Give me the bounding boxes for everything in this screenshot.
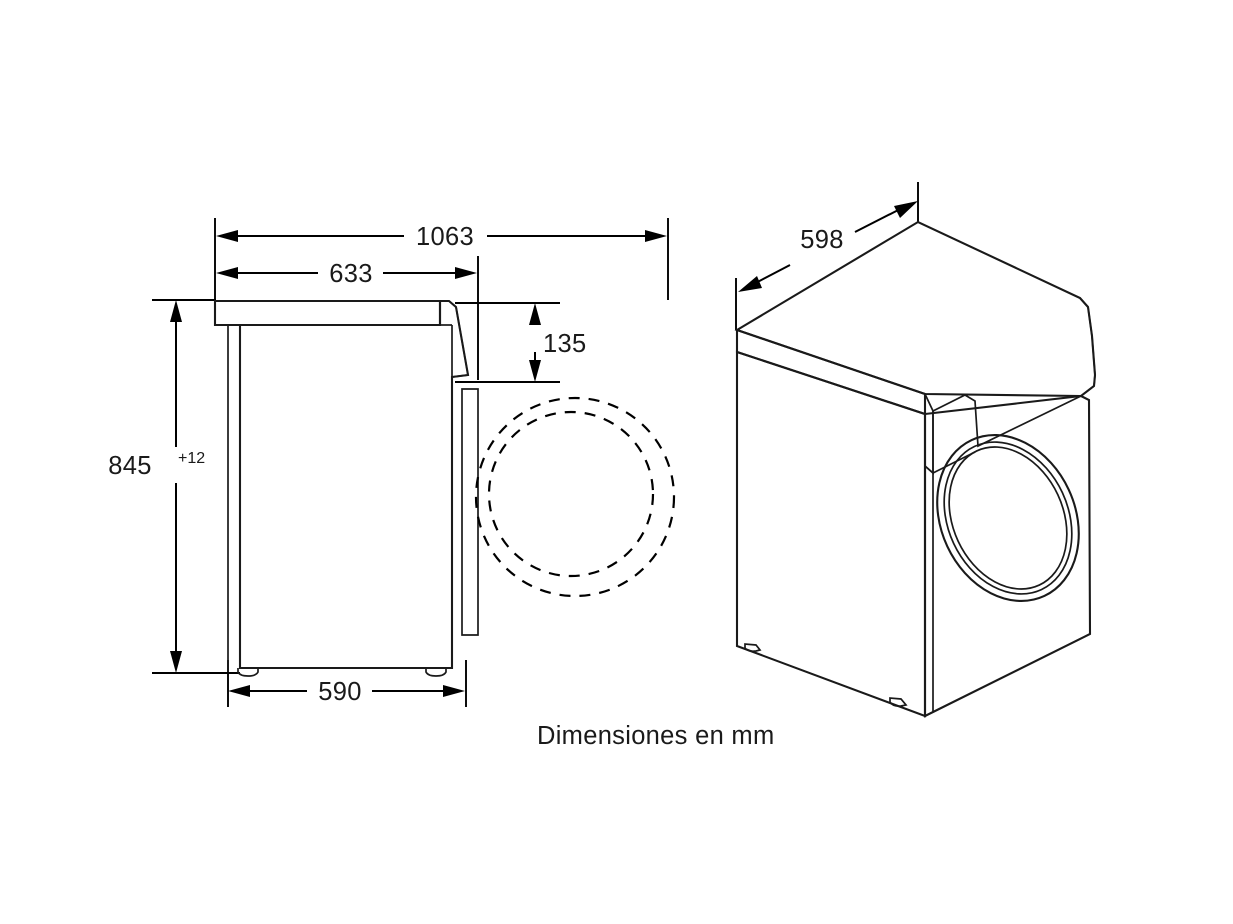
dim-598-arrow-left <box>738 276 762 292</box>
dimension-590: 590 <box>228 678 465 706</box>
dim-598-arrow-right <box>894 201 918 218</box>
dim-590-arrow-left <box>228 685 250 697</box>
dimension-598: 598 <box>735 182 919 330</box>
porthole-outer-ring <box>936 434 1080 602</box>
door-swing-inner-circle <box>487 410 655 578</box>
dim-label-845-tolerance: +12 <box>178 450 205 467</box>
porthole-middle-ring <box>943 441 1073 595</box>
porthole-door-group <box>936 434 1080 602</box>
dim-1063-arrow-left <box>216 230 238 242</box>
dim-633-arrow-right <box>455 267 477 279</box>
side-view-group: 1063 633 135 <box>108 218 676 707</box>
dim-135-arrow-top <box>529 303 541 325</box>
porthole-glass <box>948 446 1068 590</box>
dimension-1063: 1063 <box>216 223 667 251</box>
door-edge-profile <box>461 388 479 636</box>
dim-633-arrow-left <box>216 267 238 279</box>
dim-label-590: 590 <box>318 678 361 706</box>
dim-label-598: 598 <box>800 226 843 254</box>
dimension-633: 633 <box>216 260 477 288</box>
perspective-foot-rear-left <box>744 643 762 653</box>
control-panel-left-face <box>924 394 934 474</box>
perspective-foot-front-left <box>889 697 908 708</box>
dimension-135: 135 <box>529 303 586 382</box>
dim-845-arrow-bottom <box>170 651 182 673</box>
door-swing-outer-circle <box>474 396 676 598</box>
top-panel-edge-right <box>1079 297 1096 397</box>
perspective-view-group: 598 <box>734 182 1097 718</box>
dimension-845: 845 +12 <box>108 300 205 673</box>
front-panel <box>923 394 1092 718</box>
dim-label-1063: 1063 <box>416 223 474 251</box>
foot-front <box>425 668 447 677</box>
control-panel-slope <box>440 300 469 378</box>
drawing-caption: Dimensiones en mm <box>537 722 775 750</box>
control-panel-band <box>932 394 1082 448</box>
dim-590-arrow-right <box>443 685 465 697</box>
dim-135-arrow-bottom <box>529 360 541 382</box>
dim-label-135: 135 <box>543 330 586 358</box>
dim-1063-arrow-right <box>645 230 667 242</box>
foot-rear <box>237 668 259 677</box>
dim-845-arrow-top <box>170 300 182 322</box>
dim-label-845: 845 <box>108 452 151 480</box>
dim-label-633: 633 <box>329 260 372 288</box>
